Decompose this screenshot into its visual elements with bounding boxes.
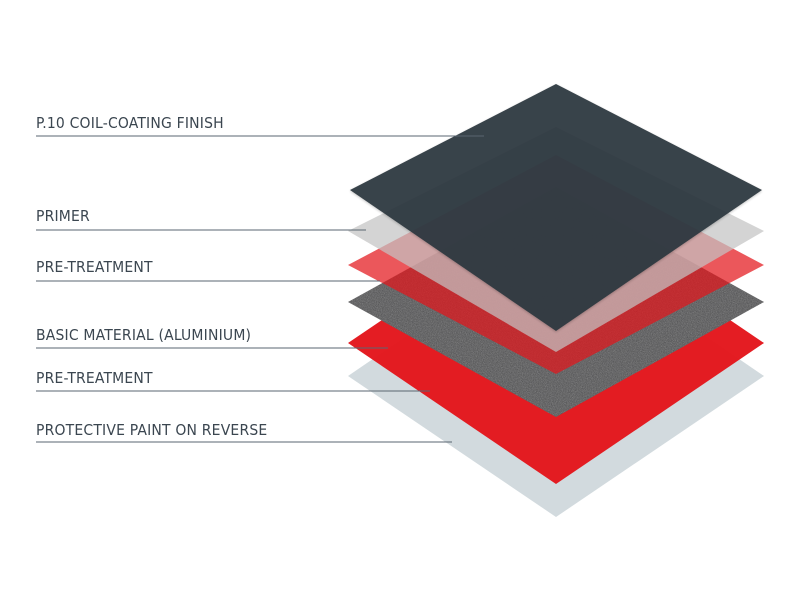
layer-finish-sheet [350, 84, 762, 331]
label-primer: PRIMER [36, 207, 90, 225]
label-pretreatment-top: PRE-TREATMENT [36, 258, 153, 276]
label-pretreatment-bottom: PRE-TREATMENT [36, 369, 153, 387]
label-coil-coating-finish: P.10 COIL-COATING FINISH [36, 114, 224, 132]
label-protective-paint-reverse: PROTECTIVE PAINT ON REVERSE [36, 421, 268, 439]
label-basic-material: BASIC MATERIAL (ALUMINIUM) [36, 326, 252, 344]
